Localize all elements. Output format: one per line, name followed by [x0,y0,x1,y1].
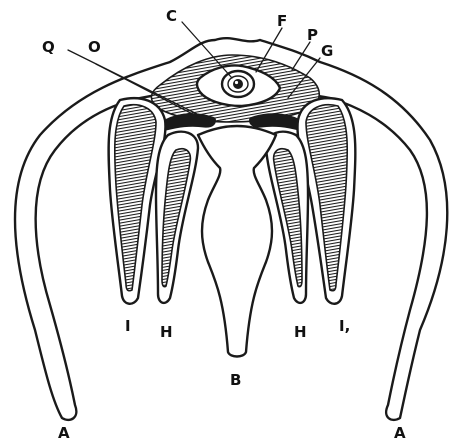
label-A-right: A [394,424,406,440]
label-Q: Q [42,38,55,56]
label-F: F [277,12,287,30]
label-C: C [166,7,177,25]
label-H-left: H [160,323,173,341]
label-H-right: H [294,323,307,341]
label-B: B [230,371,241,389]
central-body-highlight [235,81,238,84]
label-P: P [307,26,318,44]
central-sac-B [198,126,276,357]
label-G: G [321,42,333,60]
label-I-left: I [125,317,131,335]
central-body-core [234,80,243,89]
label-A-left: A [58,424,70,440]
label-O: O [88,38,101,56]
label-I-right: I, [339,317,350,335]
